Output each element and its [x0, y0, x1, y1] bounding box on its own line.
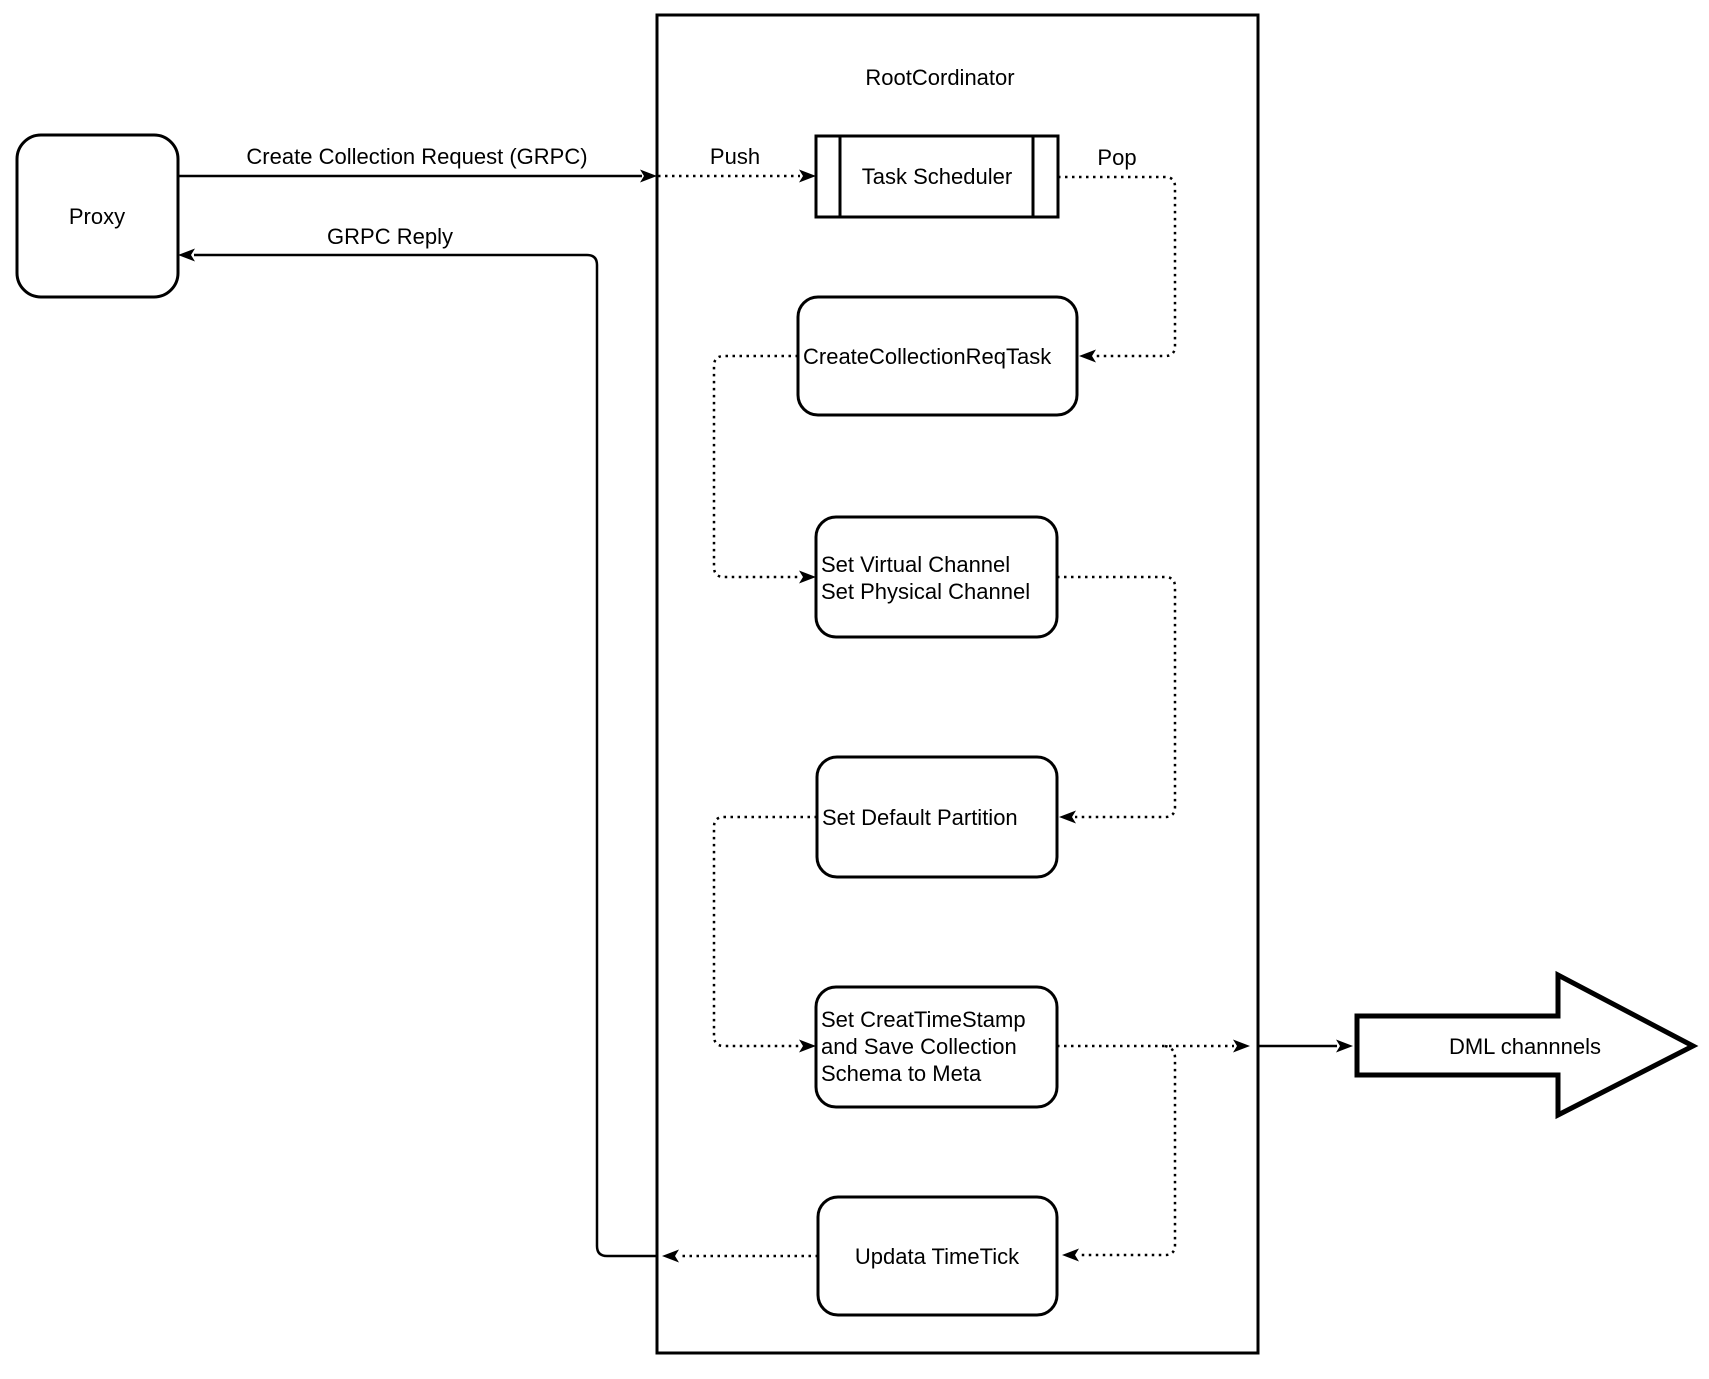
create-collection-req-task-label: CreateCollectionReqTask	[803, 344, 1052, 369]
setchannel-to-setdefault-edge	[1057, 575, 1177, 819]
set-channel-line-2: Set Physical Channel	[821, 579, 1030, 604]
set-default-partition-label: Set Default Partition	[822, 805, 1018, 830]
grpc-reply-edge-label: GRPC Reply	[327, 224, 453, 249]
push-edge-label: Push	[710, 144, 760, 169]
proxy-label: Proxy	[69, 204, 125, 229]
pop-edge-label: Pop	[1097, 145, 1136, 170]
reqtask-to-setchannel-arrowhead-icon	[799, 570, 816, 584]
push-arrowhead-icon	[799, 169, 816, 183]
set-creat-timestamp-line-3: Schema to Meta	[821, 1061, 982, 1086]
set-creat-timestamp-line-1: Set CreatTimeStamp	[821, 1007, 1026, 1032]
task-scheduler-node	[814, 134, 1060, 219]
pop-edge	[1058, 175, 1177, 358]
rootcordinator-container	[655, 13, 1260, 1355]
setchannel-to-setdefault-arrowhead-icon	[1059, 810, 1076, 824]
setdefault-to-timestamp-arrowhead-icon	[799, 1039, 816, 1053]
setdefault-to-timestamp-edge	[712, 815, 817, 1048]
reqtask-to-setchannel-edge	[712, 354, 800, 579]
container-to-dml-arrowhead-icon	[1336, 1039, 1353, 1053]
task-scheduler-label: Task Scheduler	[862, 164, 1012, 189]
grpc-reply-arrowhead-icon	[178, 248, 195, 262]
pop-arrowhead-icon	[1079, 349, 1096, 363]
timestamp-to-dml-arrowhead-icon	[1233, 1039, 1250, 1053]
set-channel-line-1: Set Virtual Channel	[821, 552, 1010, 577]
timestamp-to-updata-edge	[1078, 1044, 1177, 1257]
dml-channels-label: DML channnels	[1449, 1034, 1601, 1059]
dml-channels-arrow-shape	[1354, 970, 1699, 1120]
timestamp-to-updata-arrowhead-icon	[1062, 1248, 1079, 1262]
create-collection-request-edge-label: Create Collection Request (GRPC)	[246, 144, 587, 169]
grpc-reply-edge	[194, 253, 657, 1258]
set-channel-node	[814, 515, 1059, 639]
create-collection-request-arrowhead-icon	[640, 169, 657, 183]
set-creat-timestamp-line-2: and Save Collection	[821, 1034, 1017, 1059]
updata-to-edge-arrowhead-icon	[662, 1249, 679, 1263]
proxy-node	[15, 133, 180, 299]
updata-timetick-label: Updata TimeTick	[855, 1244, 1020, 1269]
rootcordinator-title: RootCordinator	[865, 65, 1014, 90]
